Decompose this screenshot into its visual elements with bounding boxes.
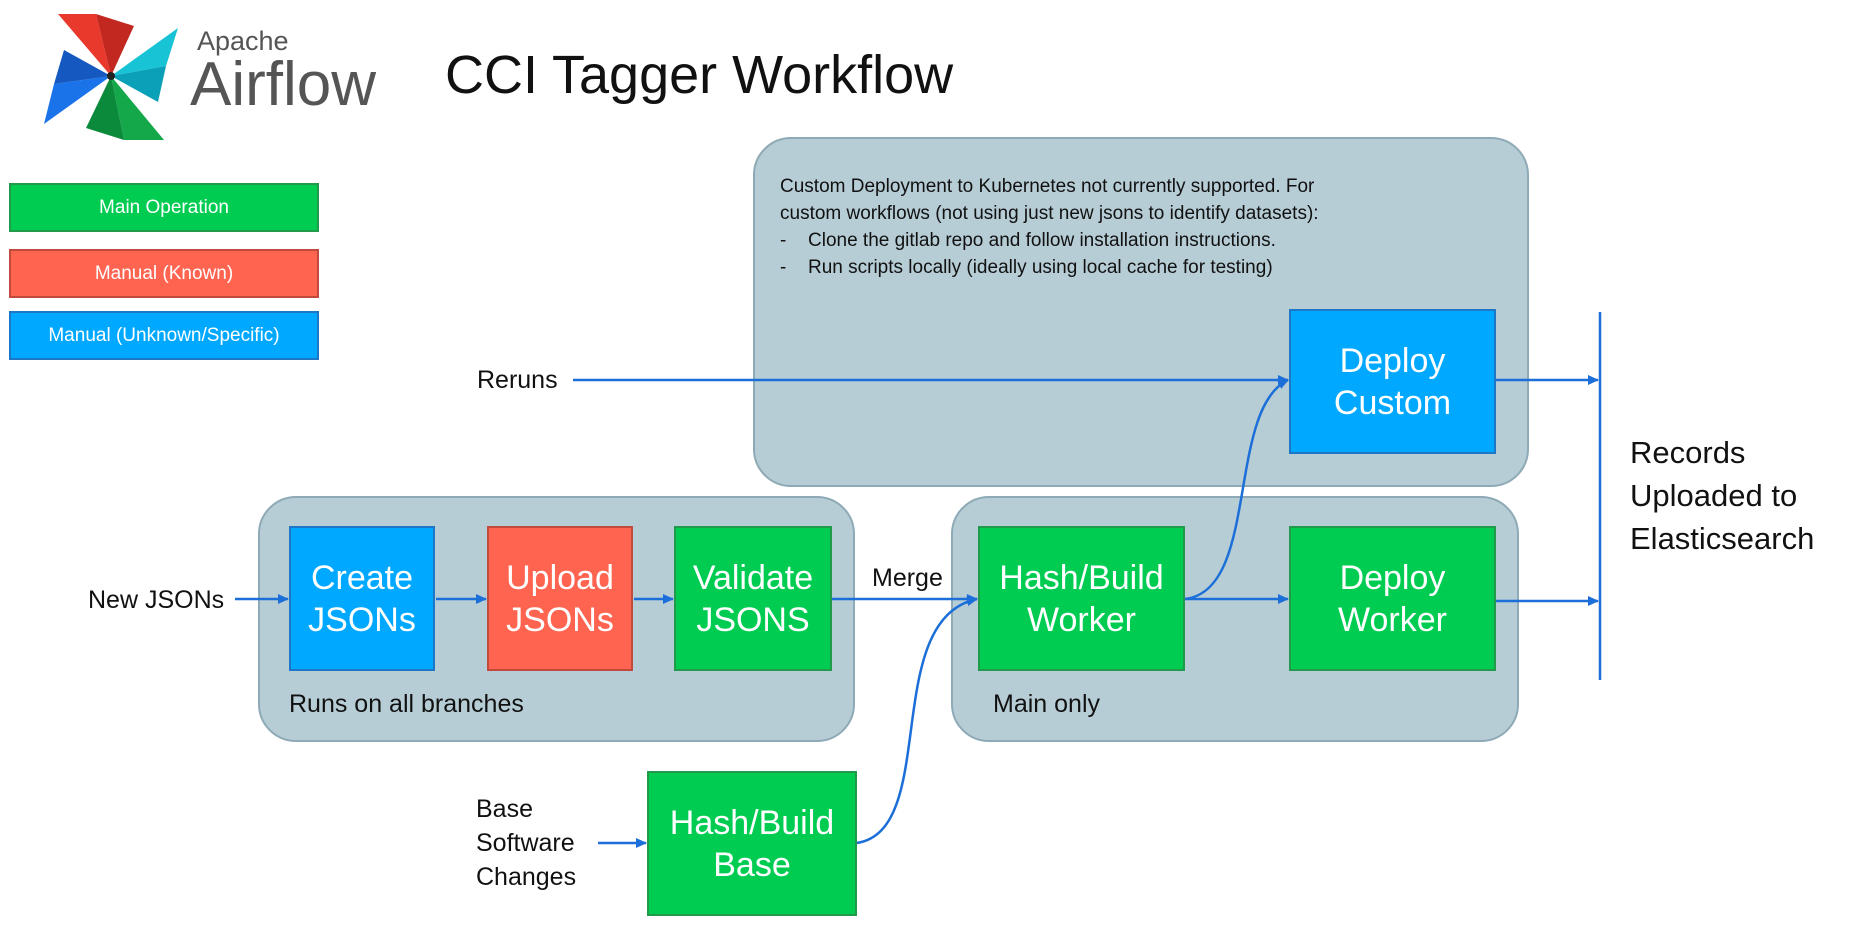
bullet-dash: - <box>780 257 787 278</box>
hash-build-base-node: Hash/Build Base <box>647 771 857 916</box>
airflow-logo <box>38 6 184 146</box>
note-bullet: - Run scripts locally (ideally using loc… <box>780 254 1480 281</box>
custom-deployment-note: Custom Deployment to Kubernetes not curr… <box>780 173 1480 281</box>
legend-manual-known: Manual (Known) <box>9 249 319 298</box>
note-line-2: custom workflows (not using just new jso… <box>780 203 1319 224</box>
legend-main-operation: Main Operation <box>9 183 319 232</box>
legend-manual-unknown: Manual (Unknown/Specific) <box>9 311 319 360</box>
arrow-hash-worker-to-deploy-custom <box>1184 378 1289 601</box>
deploy-worker-node: Deploy Worker <box>1289 526 1496 671</box>
page-title: CCI Tagger Workflow <box>445 45 954 105</box>
note-bullet-text: Run scripts locally (ideally using local… <box>808 257 1273 278</box>
note-bullet-text: Clone the gitlab repo and follow install… <box>808 230 1276 251</box>
note-line-1: Custom Deployment to Kubernetes not curr… <box>780 176 1315 197</box>
arrow-hash-base-to-hash-worker <box>856 596 978 845</box>
main-only-caption: Main only <box>993 690 1100 718</box>
note-bullet: - Clone the gitlab repo and follow insta… <box>780 227 1480 254</box>
reruns-label: Reruns <box>477 366 558 394</box>
merge-label: Merge <box>872 564 943 592</box>
create-jsons-node: Create JSONs <box>289 526 435 671</box>
validate-jsons-node: Validate JSONS <box>674 526 832 671</box>
new-jsons-label: New JSONs <box>88 586 225 614</box>
branches-caption: Runs on all branches <box>289 690 524 718</box>
records-uploaded-label: Records Uploaded to Elasticsearch <box>1630 435 1815 556</box>
logo-airflow-text: Airflow <box>190 50 377 119</box>
deploy-custom-node: Deploy Custom <box>1289 309 1496 454</box>
pinwheel-icon <box>44 14 178 140</box>
hash-build-worker-node: Hash/Build Worker <box>978 526 1185 671</box>
upload-jsons-node: Upload JSONs <box>487 526 633 671</box>
base-software-changes-label: Base Software Changes <box>476 795 577 891</box>
bullet-dash: - <box>780 230 787 251</box>
logo-apache-text: Apache <box>197 26 289 56</box>
